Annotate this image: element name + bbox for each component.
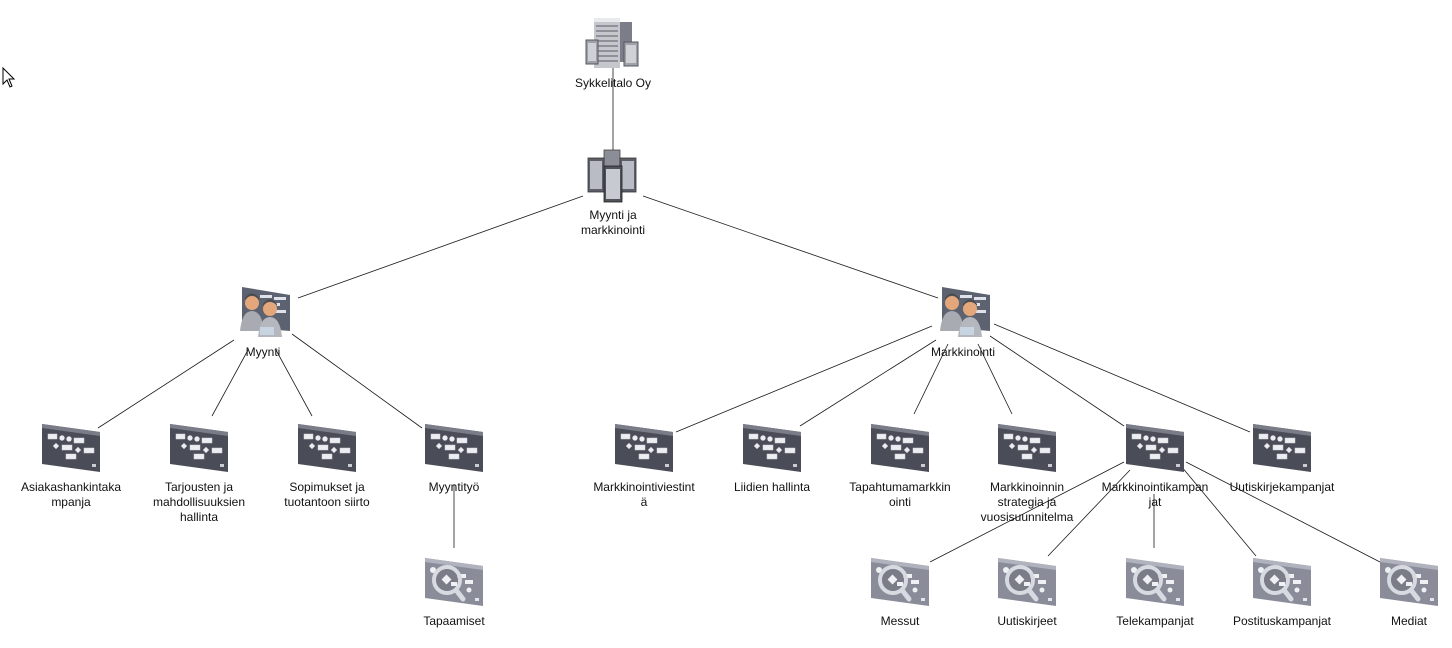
node-label: Mediat xyxy=(1390,614,1428,628)
process-map-icon xyxy=(1126,424,1184,472)
node-myynti-ja-markkinointi[interactable]: Myynti ja markkinointi xyxy=(558,146,668,238)
connector-line xyxy=(297,195,584,299)
node-label: Markkinointiviestintä xyxy=(593,480,695,509)
mouse-pointer-icon xyxy=(2,67,16,88)
node-label: Liidien hallinta xyxy=(733,480,811,494)
subprocess-magnifier-icon xyxy=(998,558,1056,606)
node-process[interactable]: Markkinoinnin strategia ja vuosisuunnite… xyxy=(972,418,1082,525)
connector-line xyxy=(675,325,933,433)
node-process[interactable]: Tapahtumamarkkinointi xyxy=(845,418,955,510)
process-map-icon xyxy=(298,424,356,472)
node-label: Tapaamiset xyxy=(423,614,485,628)
node-label: Myyntityö xyxy=(428,480,480,494)
node-label: Myynti ja markkinointi xyxy=(580,208,646,237)
process-map-icon xyxy=(170,424,228,472)
node-label: Uutiskirjekampanjat xyxy=(1229,480,1335,494)
node-process[interactable]: Markkinointiviestintä xyxy=(589,418,699,510)
node-markkinointi[interactable]: Markkinointi xyxy=(908,283,1018,360)
node-subprocess[interactable]: Telekampanjat xyxy=(1100,552,1210,629)
node-process[interactable]: Sopimukset ja tuotantoon siirto xyxy=(272,418,382,510)
node-label: Asiakashankintakampanja xyxy=(20,480,122,509)
node-myynti[interactable]: Myynti xyxy=(208,283,318,360)
process-map-icon xyxy=(871,424,929,472)
node-process[interactable]: Tarjousten ja mahdollisuuksien hallinta xyxy=(144,418,254,525)
node-subprocess[interactable]: Mediat xyxy=(1354,552,1452,629)
node-label: Messut xyxy=(880,614,920,628)
node-subprocess[interactable]: Uutiskirjeet xyxy=(972,552,1082,629)
node-subprocess[interactable]: Messut xyxy=(845,552,955,629)
node-process[interactable]: Markkinointikampanjat xyxy=(1100,418,1210,510)
team-workers-icon xyxy=(240,287,290,337)
subprocess-magnifier-icon xyxy=(1126,558,1184,606)
node-label: Markkinointikampanjat xyxy=(1101,480,1209,509)
node-label: Myynti xyxy=(245,345,281,359)
office-building-icon xyxy=(585,18,639,68)
node-label: Telekampanjat xyxy=(1116,614,1194,628)
node-label: Uutiskirjeet xyxy=(997,614,1057,628)
process-map-icon xyxy=(998,424,1056,472)
connector-line xyxy=(642,195,939,299)
process-map-icon xyxy=(425,424,483,472)
subprocess-magnifier-icon xyxy=(1380,558,1438,606)
node-root[interactable]: Sykkelitalo Oy xyxy=(558,14,668,91)
node-process[interactable]: Liidien hallinta xyxy=(717,418,827,495)
subprocess-magnifier-icon xyxy=(871,558,929,606)
node-label: Tarjousten ja mahdollisuuksien hallinta xyxy=(152,480,246,524)
server-cluster-icon xyxy=(587,149,637,203)
process-map-icon xyxy=(42,424,100,472)
node-process[interactable]: Uutiskirjekampanjat xyxy=(1227,418,1337,495)
node-label: Markkinointi xyxy=(930,345,996,359)
node-label: Sopimukset ja tuotantoon siirto xyxy=(284,480,370,509)
node-label: Sykkelitalo Oy xyxy=(574,76,652,90)
process-map-icon xyxy=(615,424,673,472)
node-process[interactable]: Asiakashankintakampanja xyxy=(16,418,126,510)
node-label: Markkinoinnin strategia ja vuosisuunnite… xyxy=(980,480,1074,524)
node-process[interactable]: Myyntityö xyxy=(399,418,509,495)
process-map-icon xyxy=(1253,424,1311,472)
subprocess-magnifier-icon xyxy=(1253,558,1311,606)
process-map-icon xyxy=(743,424,801,472)
node-subprocess[interactable]: Tapaamiset xyxy=(399,552,509,629)
team-workers-icon xyxy=(940,287,990,337)
node-label: Tapahtumamarkkinointi xyxy=(849,480,951,509)
connector-line xyxy=(993,323,1251,433)
subprocess-magnifier-icon xyxy=(425,558,483,606)
node-label: Postituskampanjat xyxy=(1232,614,1332,628)
node-subprocess[interactable]: Postituskampanjat xyxy=(1227,552,1337,629)
